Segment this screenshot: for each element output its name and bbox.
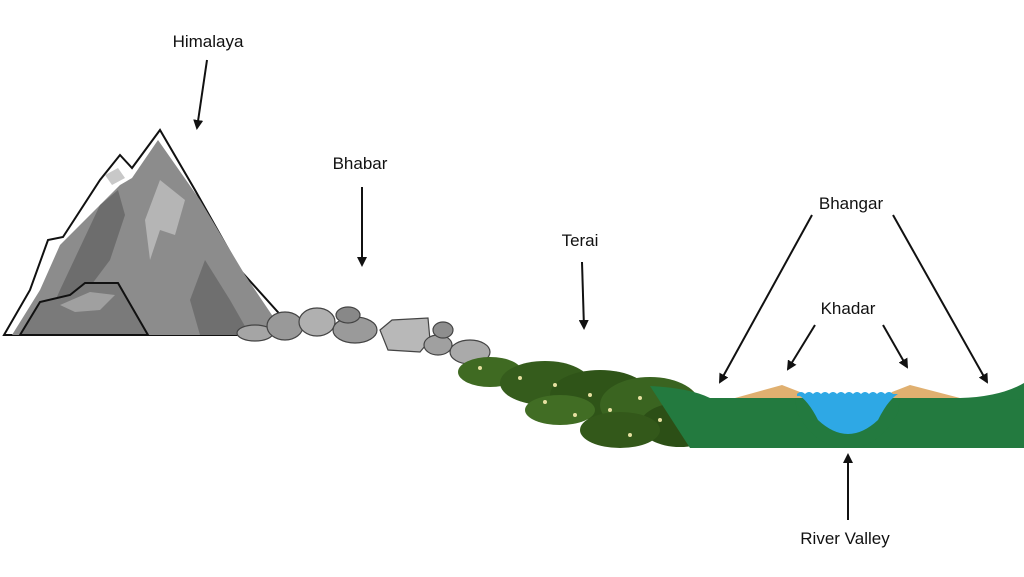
label-bhabar: Bhabar	[332, 154, 388, 173]
arrows	[193, 59, 988, 520]
label-himalaya: Himalaya	[172, 32, 244, 51]
label-khadar: Khadar	[820, 299, 876, 318]
himalaya-mountain	[2, 128, 292, 336]
terai-arrow	[578, 261, 589, 330]
label-bhangar: Bhangar	[818, 194, 884, 213]
label-terai: Terai	[561, 231, 599, 250]
himalaya-arrow	[193, 59, 208, 130]
khadar-arrow-left	[786, 324, 816, 371]
bhangar-khadar-plain	[650, 383, 1024, 448]
khadar-arrow-right	[882, 324, 908, 369]
label-river-valley: River Valley	[800, 529, 890, 548]
bhangar-arrow-right	[892, 214, 988, 384]
bhabar-rocks	[236, 306, 491, 365]
bhangar-arrow-left	[719, 214, 813, 384]
